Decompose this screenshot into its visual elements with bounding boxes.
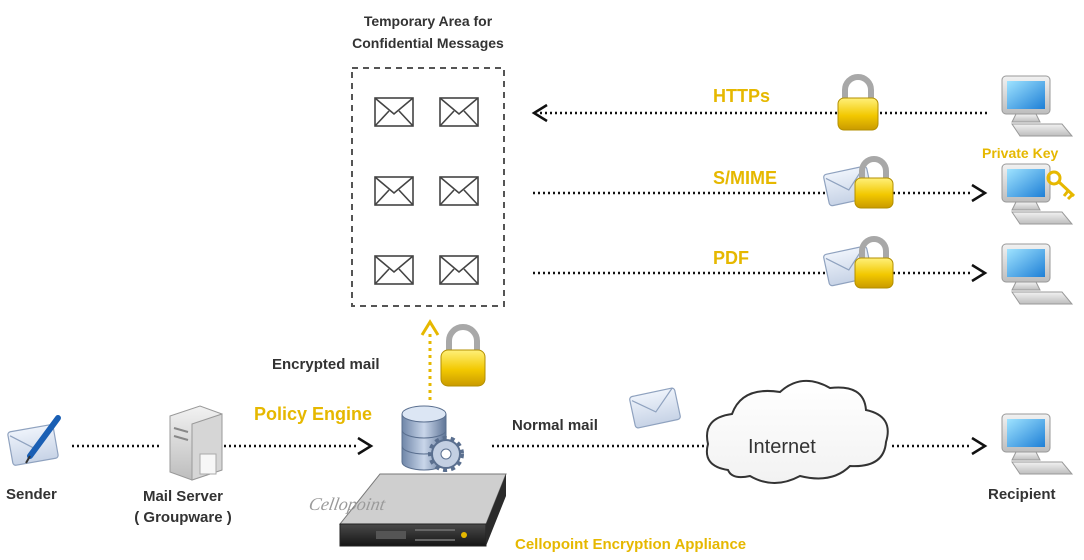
https-label: HTTPs — [713, 86, 771, 106]
temporary-area-title-line2: Confidential Messages — [352, 35, 504, 51]
padlock-icon — [837, 74, 879, 131]
computer-recipient-icon — [1001, 413, 1074, 475]
sender-mail-icon — [7, 415, 61, 466]
appliance-brand-text: Cellopoint — [307, 494, 387, 514]
arrow-right-icon — [971, 183, 988, 203]
recipient-label: Recipient — [988, 486, 1056, 503]
private-key-label: Private Key — [982, 145, 1059, 161]
internet-cloud-icon — [706, 380, 889, 484]
envelope-icon — [374, 97, 414, 127]
padlock-icon — [440, 324, 486, 387]
stored-messages — [374, 97, 479, 285]
internet-label: Internet — [748, 436, 816, 458]
encrypted-envelope-icon — [823, 236, 894, 289]
appliance-rack-icon: Cellopoint — [307, 473, 507, 547]
temporary-area-box — [351, 67, 505, 307]
smime-label: S/MIME — [713, 168, 778, 188]
computer-smime-icon — [1001, 163, 1074, 225]
temporary-area-title-line1: Temporary Area for — [363, 13, 493, 29]
arrow-right-icon — [357, 436, 374, 456]
envelope-icon — [374, 255, 414, 285]
key-icon — [1046, 170, 1076, 201]
policy-engine-label: Policy Engine — [254, 404, 373, 424]
arrow-up-icon — [420, 319, 440, 336]
mail-server-label: Mail Server ( Groupware ) — [118, 486, 248, 528]
computer-https-icon — [1001, 75, 1074, 137]
mail-server-icon — [169, 405, 223, 481]
arrow-right-icon — [971, 263, 988, 283]
mail-server-label-line1: Mail Server — [142, 488, 224, 505]
policy-engine-icon — [401, 405, 464, 472]
pdf-label: PDF — [713, 248, 749, 268]
mail-server-label-line2: ( Groupware ) — [134, 509, 232, 526]
envelope-icon — [439, 176, 479, 206]
envelope-icon — [439, 97, 479, 127]
envelope-icon — [629, 387, 681, 429]
computer-pdf-icon — [1001, 243, 1074, 305]
envelope-icon — [439, 255, 479, 285]
arrow-left-icon — [531, 103, 548, 123]
arrow-right-icon — [971, 436, 988, 456]
appliance-label: Cellopoint Encryption Appliance — [515, 536, 747, 553]
temporary-area-title: Temporary Area for Confidential Messages — [300, 10, 556, 54]
envelope-icon — [374, 176, 414, 206]
encrypted-mail-label: Encrypted mail — [272, 356, 380, 373]
normal-mail-label: Normal mail — [512, 417, 598, 434]
sender-label: Sender — [6, 486, 57, 503]
encrypted-envelope-icon — [823, 156, 894, 209]
